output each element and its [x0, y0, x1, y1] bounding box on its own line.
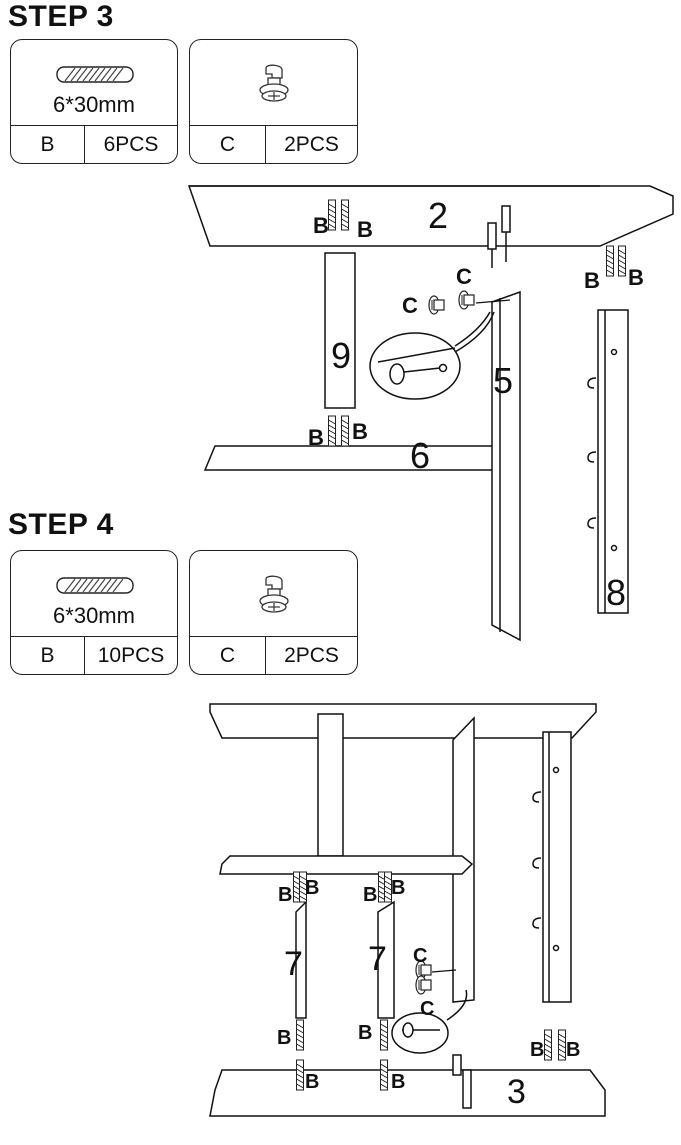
- step-3-title: STEP 3: [8, 0, 114, 33]
- label-panel-7: 7: [368, 940, 387, 978]
- label-c: C: [456, 264, 472, 289]
- label-b: B: [391, 877, 405, 899]
- dowel-icon: [56, 577, 134, 594]
- label-b: B: [358, 1022, 372, 1044]
- label-b: B: [357, 217, 373, 242]
- panel-9: [324, 252, 356, 409]
- step-4-title: STEP 4: [8, 508, 114, 541]
- label-c: C: [420, 998, 434, 1020]
- label-panel-9: 9: [331, 335, 351, 376]
- label-b: B: [628, 265, 644, 290]
- panel-7-left: [295, 900, 307, 1019]
- step-3-cam-card: C 2PCS: [189, 39, 358, 164]
- dowel-code: B: [40, 133, 55, 156]
- step-4-diagram: [209, 703, 606, 1117]
- label-b: B: [352, 419, 368, 444]
- panel-5: [491, 290, 521, 642]
- panel-8: [597, 309, 629, 614]
- dowel-icon: [56, 66, 134, 83]
- dowel-qty: 6PCS: [103, 133, 159, 156]
- cam-lock-icon: [259, 575, 289, 613]
- cam-code: C: [219, 644, 236, 667]
- panel-3: [209, 1069, 606, 1117]
- label-panel-6: 6: [410, 435, 430, 476]
- cam-qty: 2PCS: [284, 133, 339, 156]
- cam-lock-icon: [259, 64, 289, 102]
- label-b: B: [363, 884, 377, 906]
- cam-code: C: [219, 133, 236, 156]
- label-c: C: [402, 293, 418, 318]
- label-b: B: [313, 213, 329, 238]
- dowel-size: 6*30mm: [53, 603, 135, 628]
- dowel-size: 6*30mm: [53, 92, 135, 117]
- label-b: B: [278, 884, 292, 906]
- panel-6: [203, 445, 511, 471]
- label-panel-7: 7: [284, 945, 303, 983]
- label-b: B: [308, 425, 324, 450]
- dowel-code: B: [40, 644, 55, 667]
- label-b: B: [584, 268, 600, 293]
- step-3-dowel-card: 6*30mm B 6PCS: [10, 39, 178, 164]
- label-panel-8: 8: [606, 572, 626, 613]
- step-3-diagram: [187, 185, 674, 642]
- step-4-cam-card: C 2PCS: [189, 550, 358, 675]
- dowel-qty: 10PCS: [97, 644, 165, 667]
- step-4-dowel-card: 6*30mm B 10PCS: [10, 550, 178, 675]
- cam-qty: 2PCS: [284, 644, 339, 667]
- label-panel-5: 5: [493, 360, 513, 401]
- label-b: B: [277, 1027, 291, 1049]
- panel-2: [187, 185, 674, 247]
- label-b: B: [391, 1071, 405, 1093]
- label-b: B: [305, 1071, 319, 1093]
- label-c: C: [413, 945, 427, 967]
- label-b: B: [530, 1039, 544, 1061]
- label-panel-2: 2: [428, 195, 448, 236]
- label-b: B: [566, 1039, 580, 1061]
- label-panel-3: 3: [507, 1073, 526, 1111]
- panel-7-right: [377, 900, 395, 1019]
- label-b: B: [305, 877, 319, 899]
